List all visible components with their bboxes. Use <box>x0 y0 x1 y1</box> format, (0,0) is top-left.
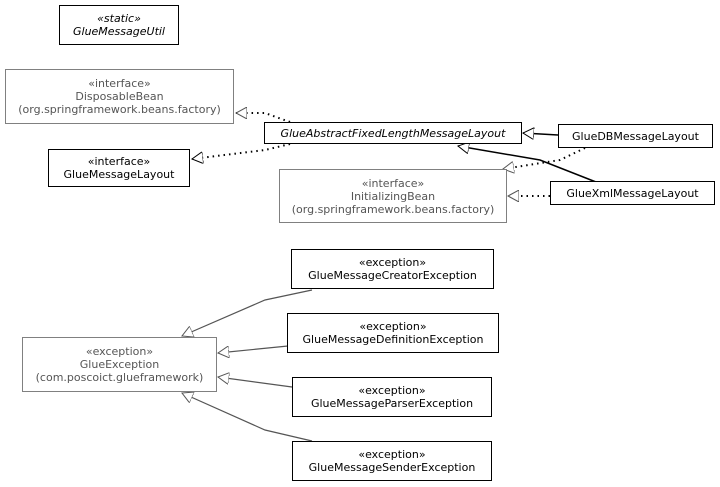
class-glue-db-message-layout: GlueDBMessageLayout <box>558 124 713 148</box>
class-glue-message-sender-exception: «exception» GlueMessageSenderException <box>292 441 492 481</box>
realization-abstract-to-gluemessagelayout <box>192 143 291 159</box>
class-glue-message-parser-exception: «exception» GlueMessageParserException <box>292 377 492 417</box>
generalization-definition-to-glueexception <box>218 345 289 353</box>
class-glue-message-definition-exception: «exception» GlueMessageDefinitionExcepti… <box>287 313 499 353</box>
package-name: (org.springframework.beans.factory) <box>18 103 221 116</box>
stereotype-label: «exception» <box>85 345 154 358</box>
package-name: (com.poscoict.glueframework) <box>35 371 204 384</box>
stereotype-label: «interface» <box>361 176 425 190</box>
class-name: GlueXmlMessageLayout <box>566 186 699 200</box>
interface-disposable-bean: «interface» DisposableBean (org.springfr… <box>5 69 234 124</box>
class-name: GlueMessageSenderException <box>308 461 476 474</box>
class-glue-xml-message-layout: GlueXmlMessageLayout <box>550 181 715 205</box>
package-name: (org.springframework.beans.factory) <box>291 202 495 216</box>
class-name: DisposableBean <box>75 90 164 103</box>
class-glue-exception: «exception» GlueException (com.poscoict.… <box>22 337 217 392</box>
generalization-db-to-abstract <box>523 133 559 135</box>
generalization-parser-to-glueexception <box>218 377 293 388</box>
class-name: GlueMessageCreatorException <box>308 269 477 282</box>
class-name: GlueMessageLayout <box>63 168 175 181</box>
class-name: GlueMessageDefinitionException <box>302 333 484 346</box>
stereotype-label: «static» <box>97 12 141 25</box>
stereotype-label: «exception» <box>358 384 426 397</box>
stereotype-label: «exception» <box>358 448 426 461</box>
stereotype-label: «interface» <box>88 77 151 90</box>
class-name: GlueAbstractFixedLengthMessageLayout <box>280 126 506 140</box>
class-glue-message-creator-exception: «exception» GlueMessageCreatorException <box>291 249 494 289</box>
stereotype-label: «exception» <box>358 256 427 269</box>
class-name: GlueException <box>79 358 160 371</box>
class-glue-message-util: «static» GlueMessageUtil <box>59 5 179 45</box>
generalization-sender-to-glueexception <box>182 393 313 442</box>
class-name: GlueMessageParserException <box>310 397 474 410</box>
class-name: InitializingBean <box>350 189 436 203</box>
stereotype-label: «interface» <box>87 155 151 168</box>
class-name: GlueDBMessageLayout <box>572 129 699 143</box>
class-glue-abstract-fixed-length-message-layout: GlueAbstractFixedLengthMessageLayout <box>264 122 522 144</box>
stereotype-label: «exception» <box>359 320 427 333</box>
generalization-creator-to-glueexception <box>182 289 313 336</box>
realization-db-to-initializingbean <box>503 147 586 169</box>
realization-abstract-to-disposablebean <box>236 113 291 123</box>
generalization-xml-to-abstract <box>458 146 597 183</box>
interface-initializing-bean: «interface» InitializingBean (org.spring… <box>279 169 507 223</box>
class-name: GlueMessageUtil <box>72 25 165 38</box>
interface-glue-message-layout: «interface» GlueMessageLayout <box>48 149 190 187</box>
